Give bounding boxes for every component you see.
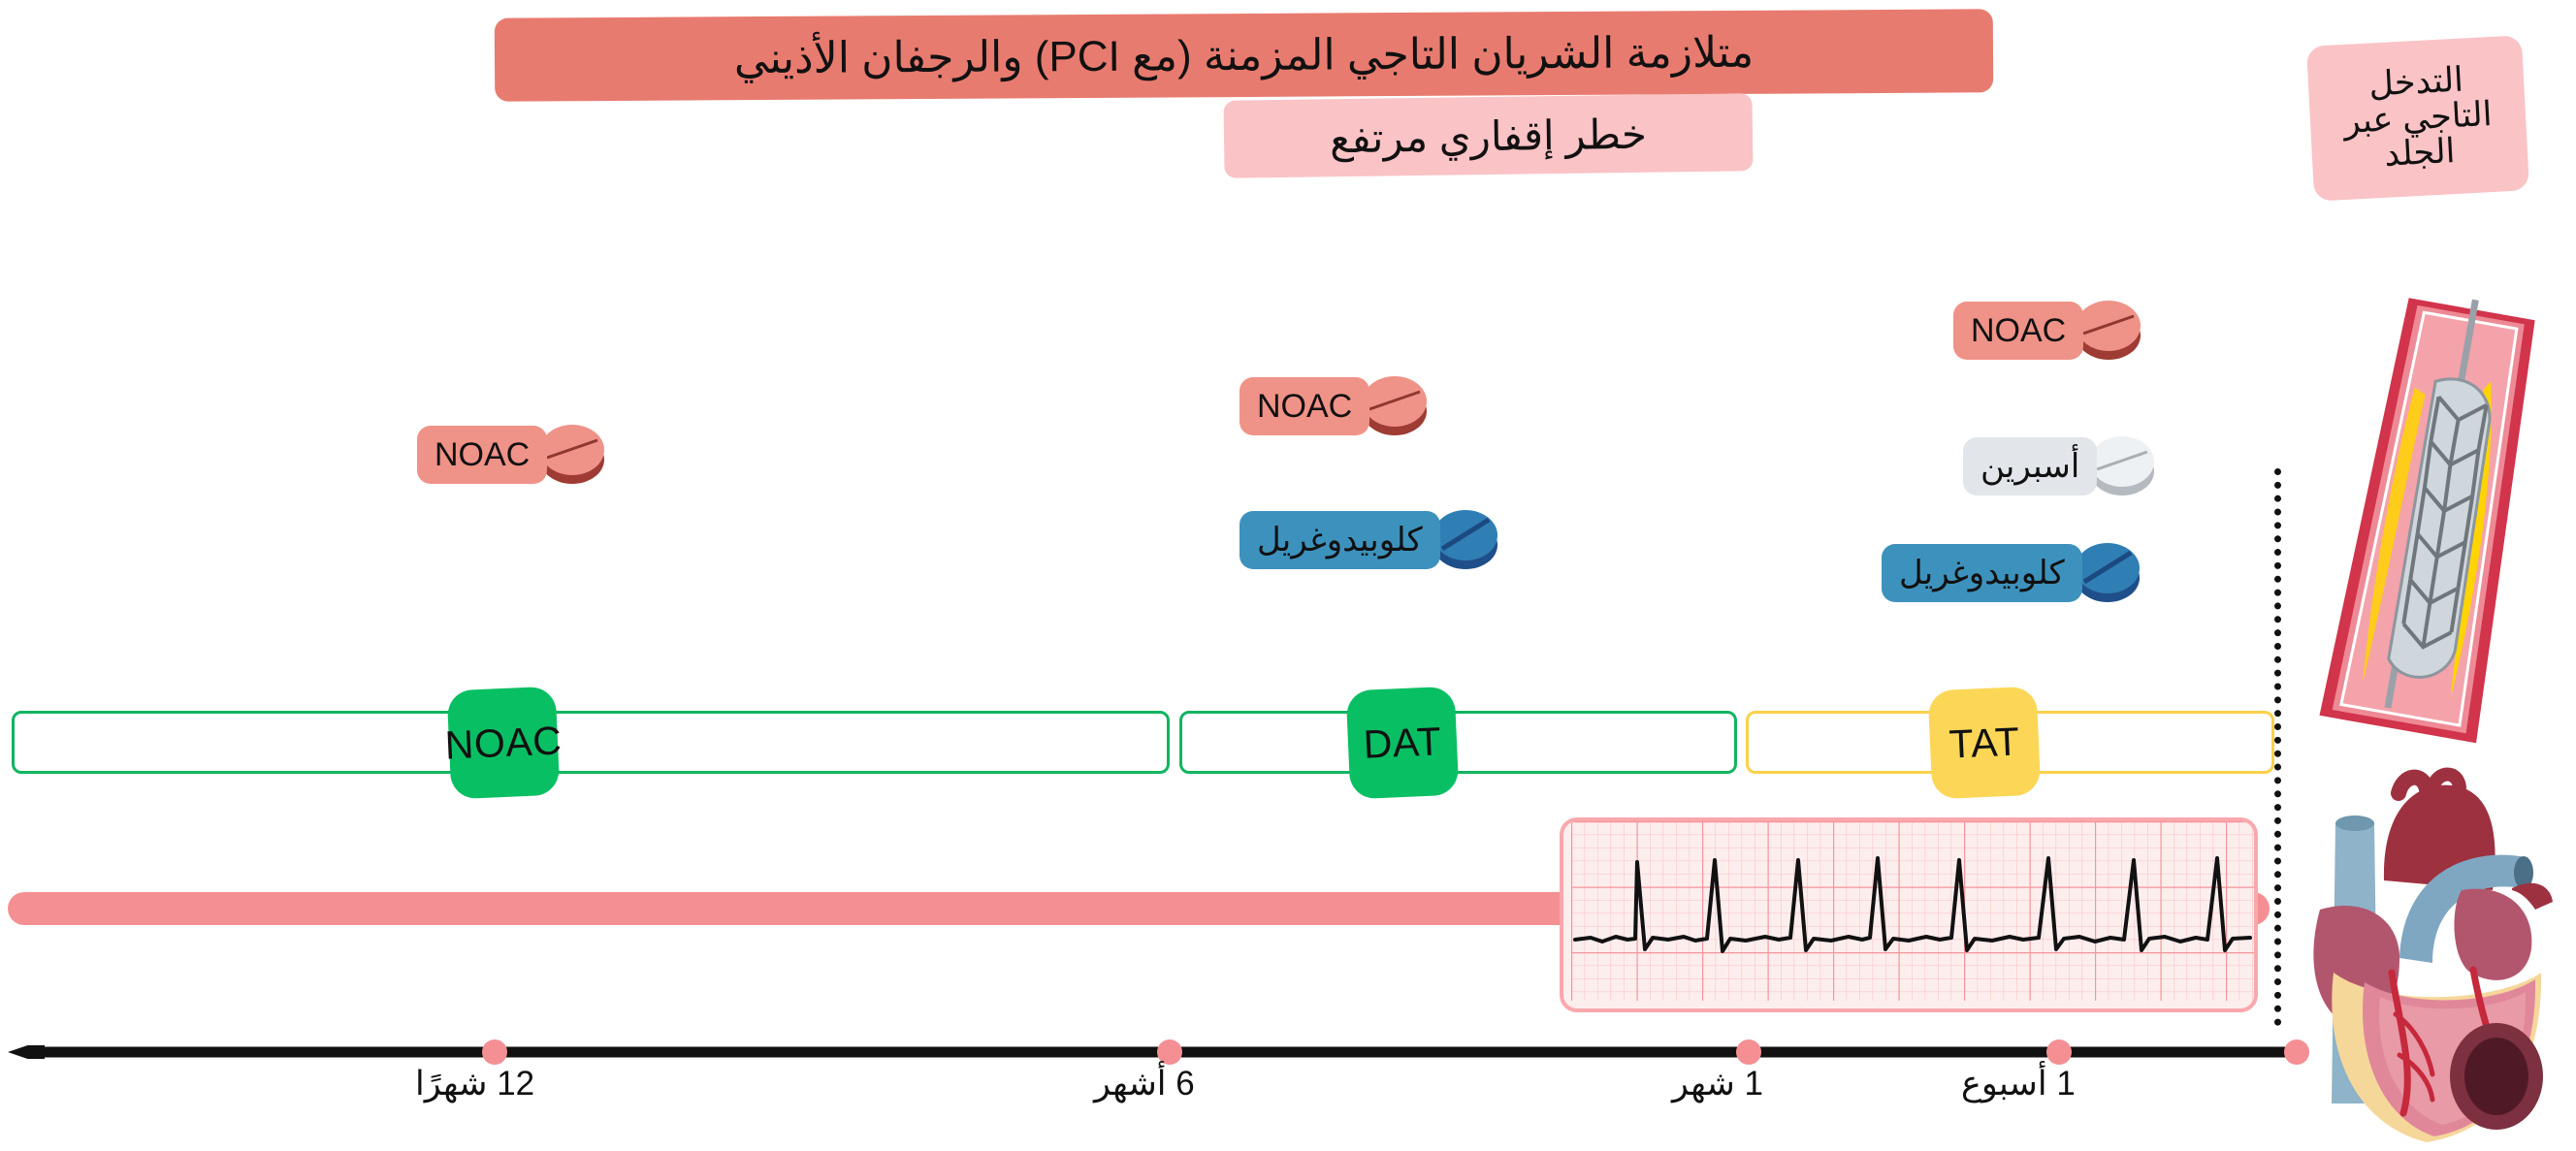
med-chip-noac[interactable]: NOAC: [417, 425, 548, 484]
timeline-axis: [8, 1045, 2297, 1059]
pill-clopidogrel-icon: [2069, 533, 2146, 612]
stent-artery-illustration: [2319, 298, 2535, 744]
timeline-tick-dot: [2046, 1039, 2072, 1065]
med-group-noac-phase: NOAC: [417, 415, 605, 494]
pci-callout-text: التدخل التاجي عبر الجلد: [2341, 60, 2495, 176]
timeline-tick-dot: [1736, 1039, 1761, 1065]
med-label-aspirin: أسبرين: [1980, 447, 2080, 485]
timeline-tick-dot: [1157, 1039, 1182, 1065]
page-title: متلازمة الشريان التاجي المزمنة (مع PCI) …: [733, 28, 1755, 82]
phase-badge-label-dat: DAT: [1362, 718, 1443, 767]
timeline-label-1-week: 1 أسبوع: [1961, 1065, 2076, 1103]
pci-callout: التدخل التاجي عبر الجلد: [2305, 35, 2530, 202]
med-chip-noac[interactable]: NOAC: [1240, 376, 1370, 435]
timeline-tick-dot: [482, 1039, 507, 1065]
heart-illustration: [2313, 767, 2553, 1142]
phase-badge-tat[interactable]: TAT: [1927, 686, 2042, 800]
med-group-tat-aspirin: أسبرين: [1963, 427, 2155, 505]
pill-noac-icon: [2070, 291, 2147, 369]
title-banner: متلازمة الشريان التاجي المزمنة (مع PCI) …: [494, 9, 1994, 102]
med-group-tat-noac: NOAC: [1953, 291, 2141, 369]
med-label-clopidogrel: كلوبيدوغريل: [1899, 554, 2065, 591]
med-group-tat-clopidogrel: كلوبيدوغريل: [1882, 533, 2140, 612]
med-group-dat-clopidogrel: كلوبيدوغريل: [1240, 500, 1497, 579]
timeline-tick-dot: [2284, 1039, 2309, 1065]
med-group-dat-noac: NOAC: [1240, 367, 1428, 445]
ecg-strip: [1560, 817, 2258, 1012]
pill-noac-icon: [533, 415, 611, 494]
ecg-waveform: [1571, 821, 2254, 1001]
med-chip-clopidogrel[interactable]: كلوبيدوغريل: [1882, 543, 2082, 602]
med-label-noac: NOAC: [435, 435, 531, 473]
med-chip-noac[interactable]: NOAC: [1953, 301, 2084, 360]
pill-noac-icon: [1356, 367, 1433, 445]
timeline-label-6-months: 6 أشهر: [1094, 1065, 1195, 1103]
pill-aspirin-icon: [2083, 427, 2161, 505]
timeline-label-12-months: 12 شهرًا: [415, 1065, 535, 1103]
timeline-label-1-month: 1 شهر: [1672, 1065, 1763, 1103]
med-chip-clopidogrel[interactable]: كلوبيدوغريل: [1240, 510, 1440, 569]
phase-box-dat: [1179, 711, 1737, 774]
med-label-clopidogrel: كلوبيدوغريل: [1257, 521, 1423, 559]
risk-banner: خطر إقفاري مرتفع: [1223, 93, 1754, 178]
pci-divider-line: [2274, 468, 2281, 1026]
phase-badge-label-tat: TAT: [1948, 718, 2021, 767]
pill-clopidogrel-icon: [1427, 500, 1504, 579]
med-chip-aspirin[interactable]: أسبرين: [1963, 436, 2098, 496]
risk-label: خطر إقفاري مرتفع: [1329, 111, 1648, 161]
phase-box-noac: [12, 711, 1170, 774]
med-label-noac: NOAC: [1971, 311, 2067, 349]
med-label-noac: NOAC: [1257, 387, 1353, 425]
phase-badge-dat[interactable]: DAT: [1345, 686, 1460, 800]
phase-badge-noac[interactable]: NOAC: [443, 686, 564, 800]
phase-badge-label-noac: NOAC: [443, 717, 564, 768]
